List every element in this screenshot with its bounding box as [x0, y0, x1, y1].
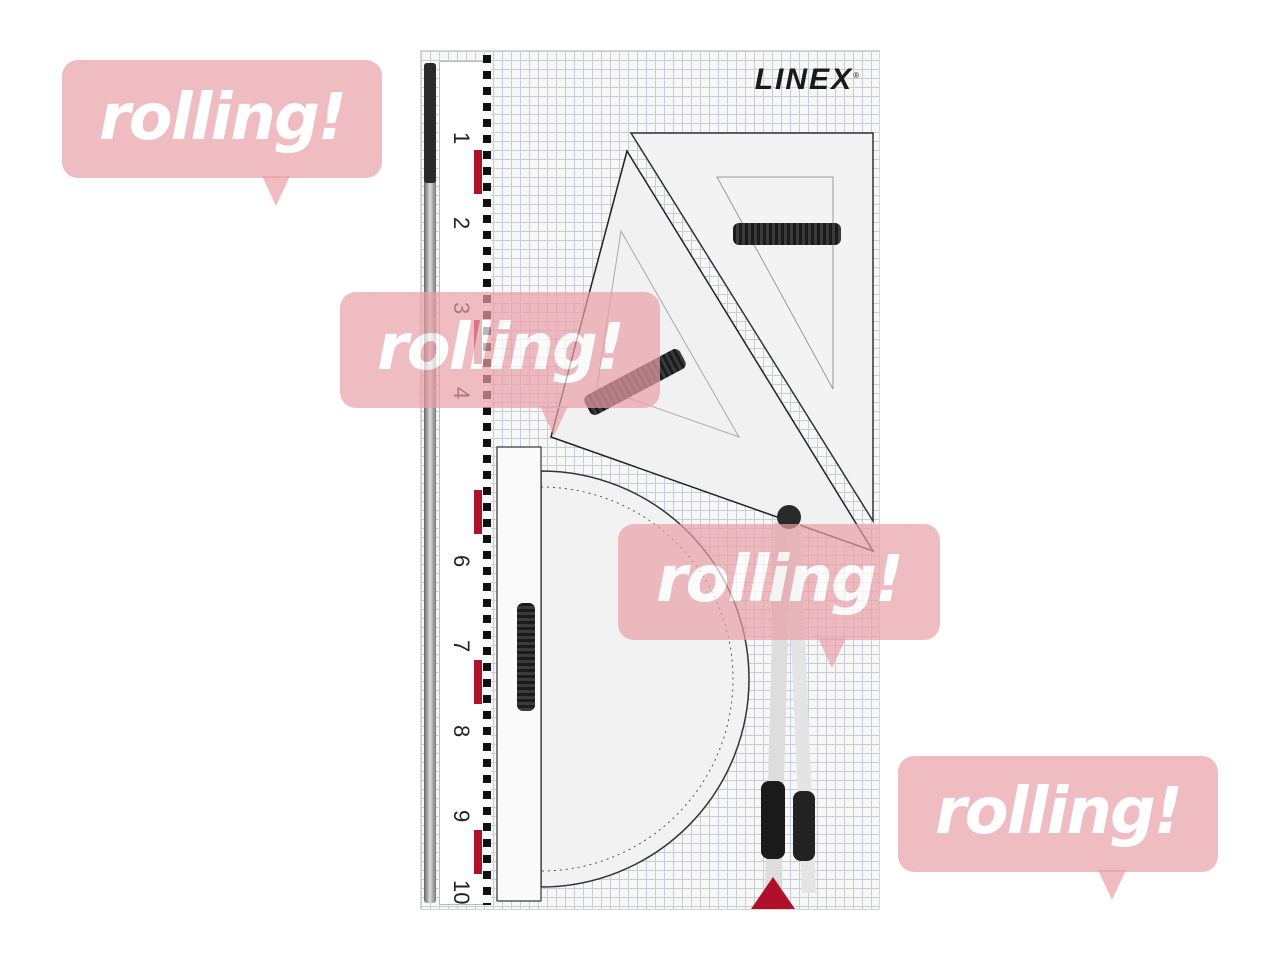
compass-grip-left — [761, 781, 785, 859]
compass-hinge — [777, 505, 801, 529]
protractor-scale — [540, 486, 734, 872]
rod-handle — [424, 63, 436, 183]
watermark-bubble-tail — [818, 638, 846, 668]
ruler-red-mark — [474, 830, 482, 874]
set-square-handle — [733, 223, 841, 245]
brand-logo: LINEX® — [754, 63, 861, 96]
protractor-handle — [517, 603, 535, 711]
watermark-bubble: rolling! — [340, 292, 660, 408]
metal-rod — [424, 63, 436, 903]
ruler-red-mark — [474, 660, 482, 704]
watermark-bubble-tail — [1098, 870, 1126, 900]
checker-strip — [483, 55, 491, 905]
watermark-bubble: rolling! — [618, 524, 940, 640]
watermark-bubble-tail — [540, 406, 568, 436]
watermark-bubble-tail — [262, 176, 290, 206]
set-square-45-cutout — [716, 176, 834, 390]
compass-grip-right — [793, 791, 815, 861]
watermark-bubble: rolling! — [62, 60, 382, 178]
drawing-tools — [496, 132, 875, 909]
ruler-red-mark — [474, 150, 482, 194]
ruler-red-mark — [474, 490, 482, 534]
watermark-bubble: rolling! — [898, 756, 1218, 872]
magnetic-whiteboard-set: LINEX® 1 2 3 4 6 7 8 9 10 — [420, 50, 880, 910]
compass-foot — [751, 877, 795, 909]
